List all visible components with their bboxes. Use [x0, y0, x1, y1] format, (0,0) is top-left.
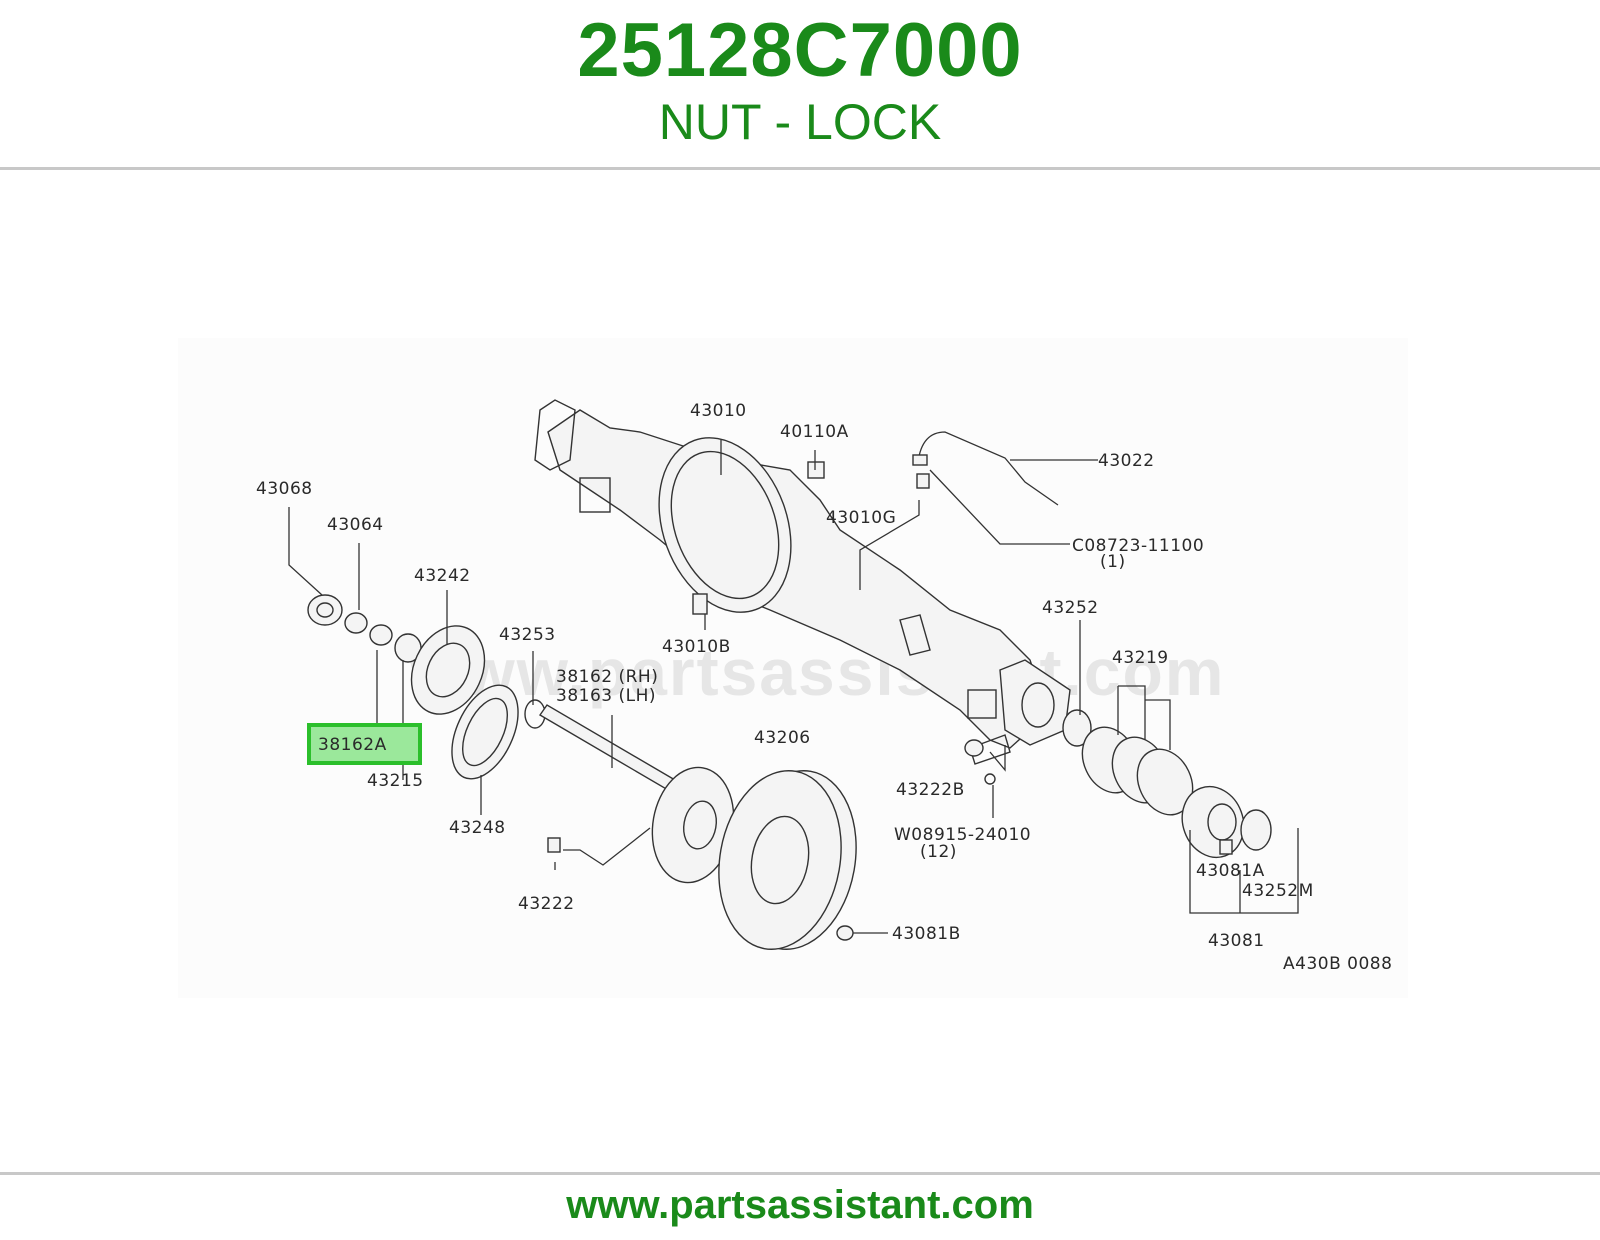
- part-number-title: 25128C7000: [577, 8, 1023, 93]
- callout-43010g[interactable]: 43010G: [826, 508, 896, 528]
- callout-43248[interactable]: 43248: [449, 818, 506, 838]
- bolt-43222-drawing: [547, 837, 561, 853]
- right-bearing-parts-drawing: [964, 709, 1272, 859]
- callout-08915-24010[interactable]: W08915-24010: [894, 825, 1031, 845]
- callout-43206[interactable]: 43206: [754, 728, 811, 748]
- callout-43010[interactable]: 43010: [690, 401, 747, 421]
- breather-hose-drawing: [917, 431, 1059, 506]
- page-header: 25128C7000 NUT - LOCK: [0, 0, 1600, 168]
- callout-43242[interactable]: 43242: [414, 566, 471, 586]
- callout-43222b[interactable]: 43222B: [896, 780, 965, 800]
- callout-38162a[interactable]: 38162A: [318, 735, 387, 755]
- callout-43219[interactable]: 43219: [1112, 648, 1169, 668]
- brake-drum-drawing: [718, 770, 857, 950]
- axle-exploded-view: www.partsassistant.com: [178, 338, 1408, 998]
- callout-43022[interactable]: 43022: [1098, 451, 1155, 471]
- callout-38162-rh[interactable]: 38162 (RH): [556, 667, 658, 687]
- callout-43222[interactable]: 43222: [518, 894, 575, 914]
- nut-43081b-drawing: [836, 925, 854, 941]
- callout-40110a[interactable]: 40110A: [780, 422, 849, 442]
- parts-diagram: www.partsassistant.com: [0, 170, 1600, 1170]
- leader-lines: [288, 440, 1299, 934]
- callout-43081[interactable]: 43081: [1208, 931, 1265, 951]
- callout-08723-qty: (1): [1100, 552, 1126, 572]
- part-name-subtitle: NUT - LOCK: [658, 94, 942, 150]
- left-bearing-parts-drawing: [307, 594, 546, 780]
- callout-43064[interactable]: 43064: [327, 515, 384, 535]
- callout-43215[interactable]: 43215: [367, 771, 424, 791]
- callout-38163-lh[interactable]: 38163 (LH): [556, 686, 656, 706]
- callout-43010b[interactable]: 43010B: [662, 637, 731, 657]
- highlighted-callout-box[interactable]: [307, 723, 422, 765]
- callout-43081b[interactable]: 43081B: [892, 924, 961, 944]
- header-divider: [0, 167, 1600, 170]
- callout-43081a[interactable]: 43081A: [1196, 861, 1265, 881]
- breather-drawing: [916, 473, 930, 489]
- plug-43010b-drawing: [692, 593, 708, 615]
- hose-clip-drawing: [912, 454, 928, 466]
- plug-40110a-drawing: [807, 461, 825, 479]
- callout-43252m[interactable]: 43252M: [1242, 881, 1314, 901]
- footer-divider: [0, 1172, 1600, 1175]
- figure-code: A430B 0088: [1283, 954, 1392, 974]
- callout-43253[interactable]: 43253: [499, 625, 556, 645]
- callout-08915-qty: (12): [920, 842, 957, 862]
- callout-43252[interactable]: 43252: [1042, 598, 1099, 618]
- watermark: www.partsassistant.com: [409, 635, 1225, 709]
- callout-08723-11100[interactable]: C08723-11100: [1072, 536, 1204, 556]
- callout-43068[interactable]: 43068: [256, 479, 313, 499]
- footer-url[interactable]: www.partsassistant.com: [566, 1183, 1034, 1227]
- axle-housing-drawing: [534, 399, 1071, 765]
